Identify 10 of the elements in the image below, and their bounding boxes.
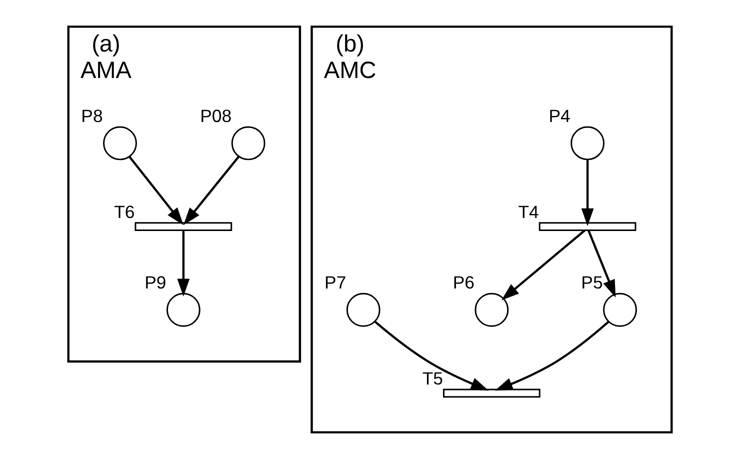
node-label: T4 [518, 201, 538, 222]
node-label: P8 [80, 105, 102, 126]
node-label: P5 [580, 272, 602, 292]
node-label: P7 [324, 272, 346, 292]
node-label: P4 [548, 105, 570, 126]
node-label: P9 [144, 272, 166, 292]
node-label: P6 [452, 272, 474, 292]
node-label: T6 [114, 201, 134, 222]
node-label: T5 [422, 368, 443, 388]
node-label: P08 [200, 105, 232, 126]
